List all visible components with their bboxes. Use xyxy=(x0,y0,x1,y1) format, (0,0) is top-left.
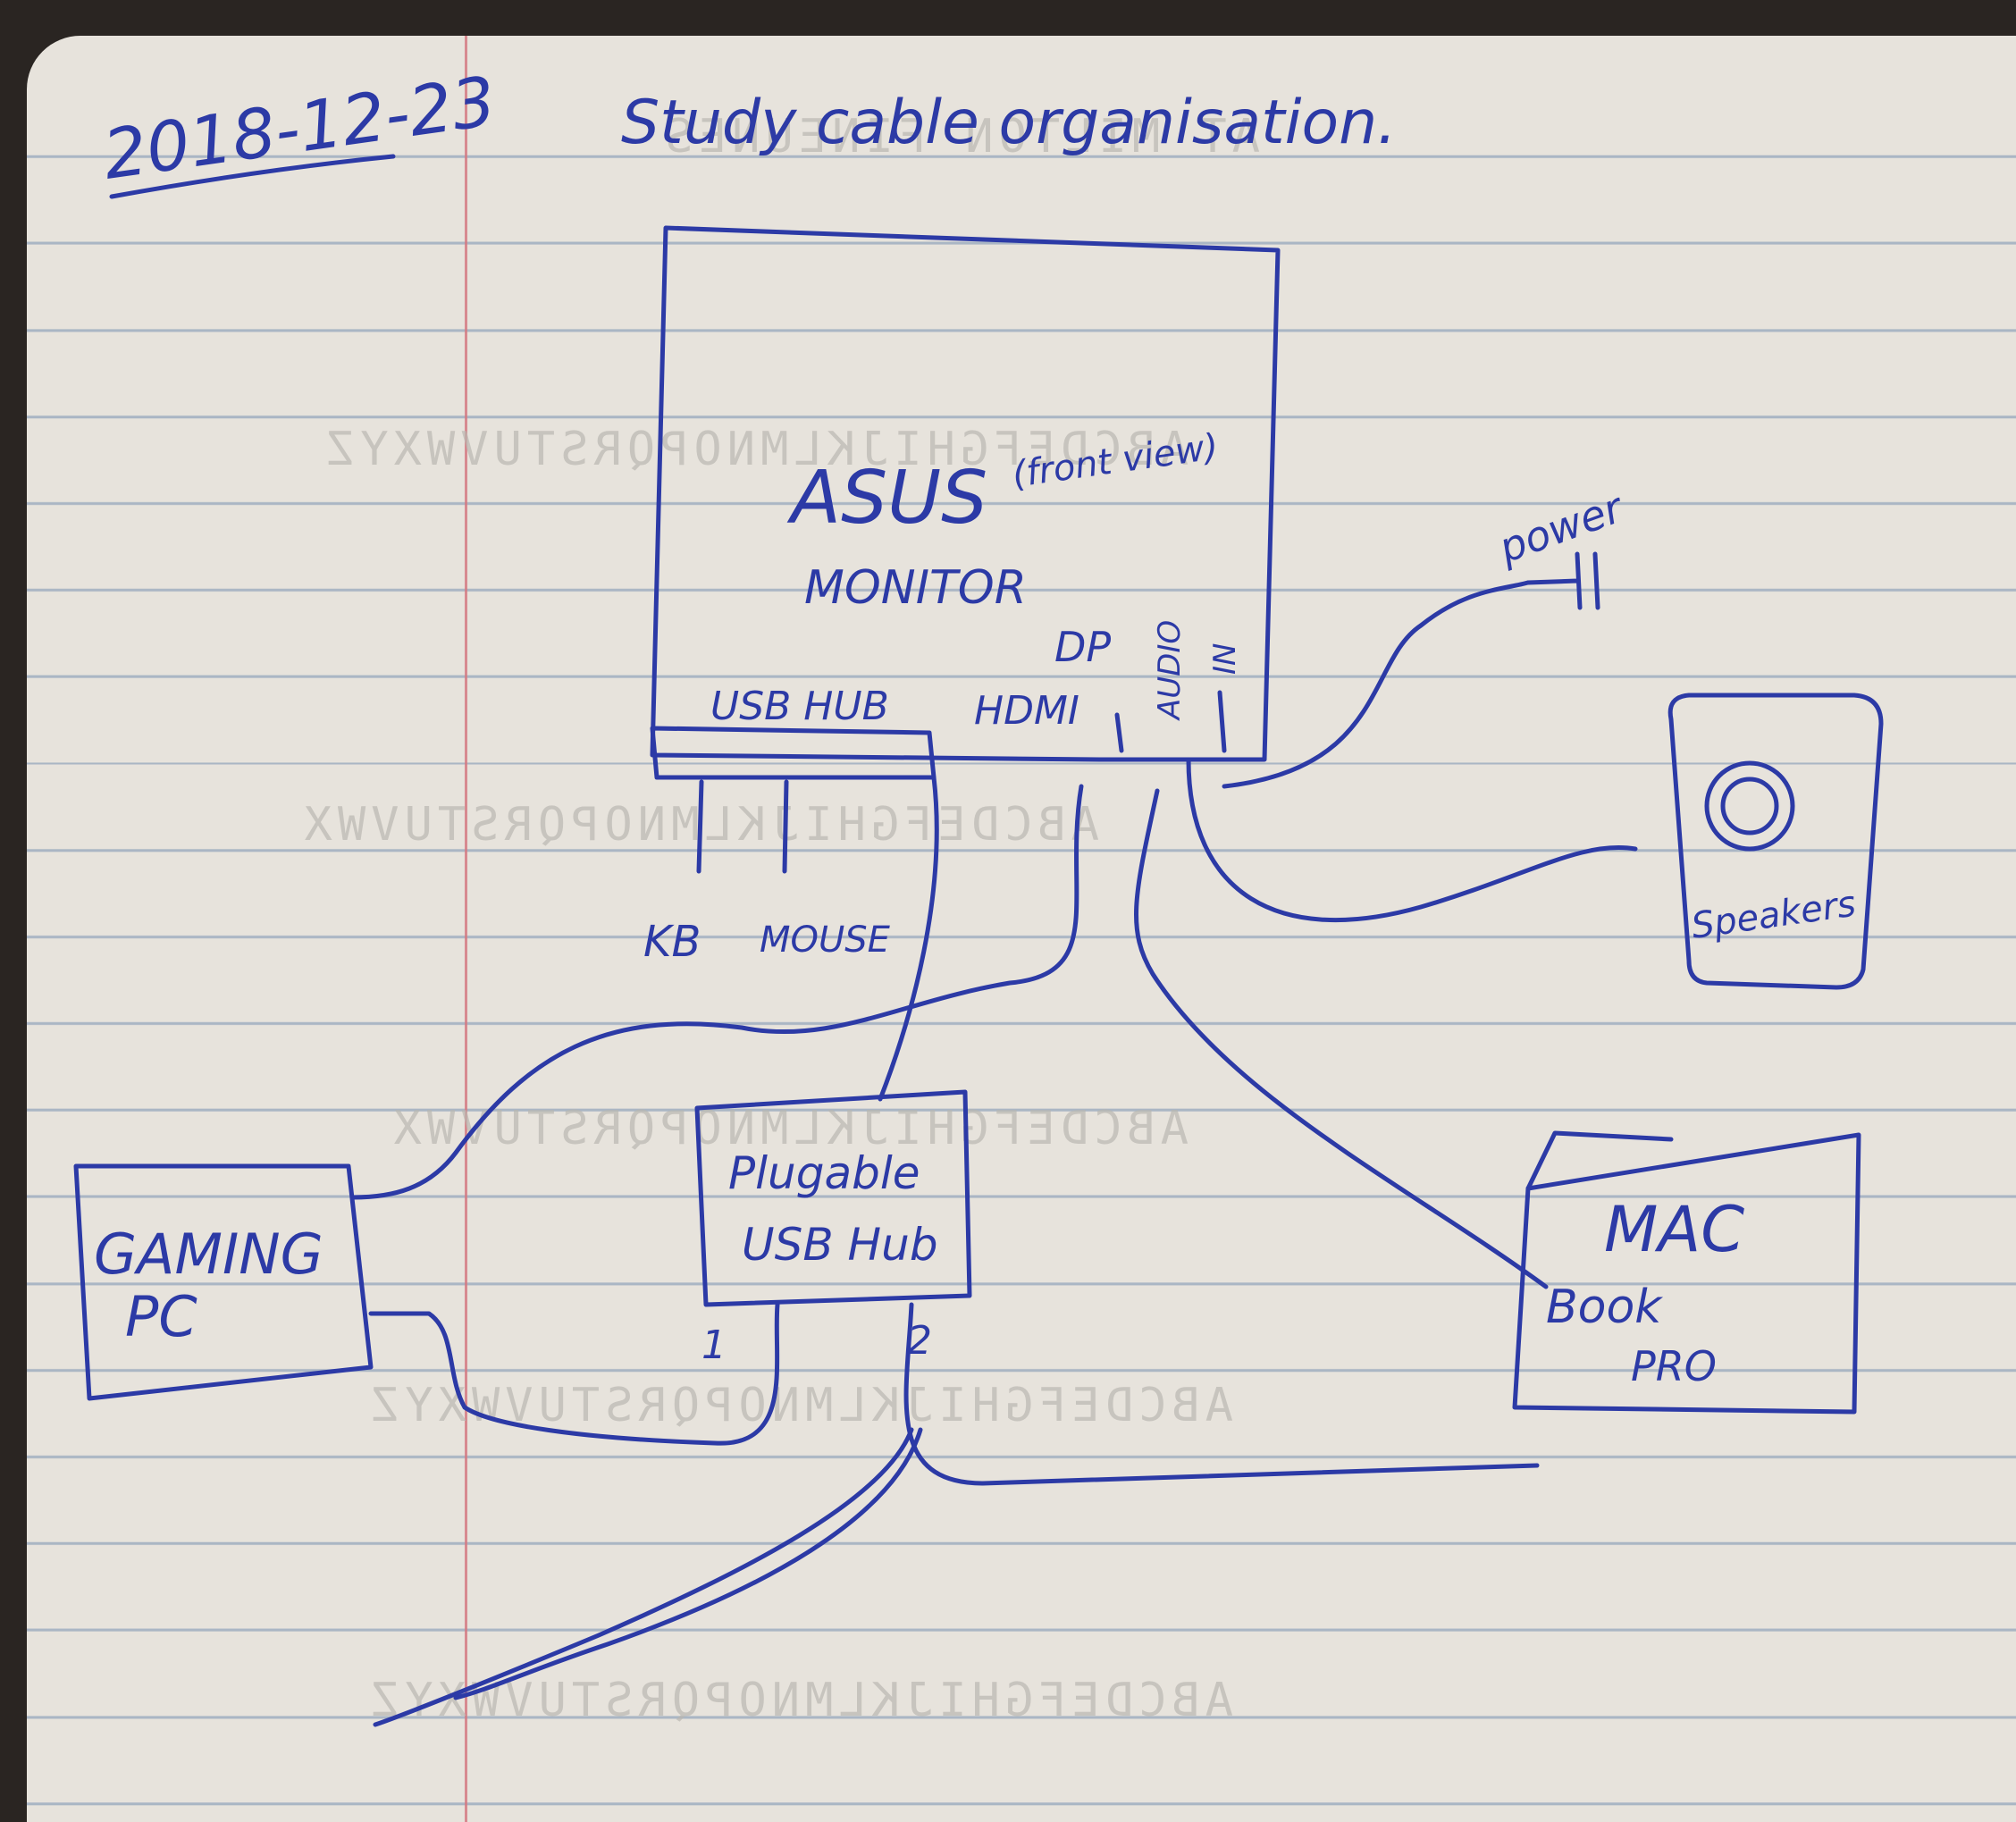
hub-line1: Plugable xyxy=(728,1147,920,1199)
power-label: power xyxy=(1491,483,1631,573)
date-underline xyxy=(109,154,396,199)
mouse-cable xyxy=(782,779,789,874)
hub-outline xyxy=(694,1089,972,1307)
mouse-label: MOUSE xyxy=(760,919,891,961)
macbook-lid-sketch xyxy=(1525,1130,1674,1191)
audio-cable xyxy=(1186,757,1638,922)
gaming-pc-line1: GAMING xyxy=(94,1222,323,1287)
hub-port2-power-lead xyxy=(373,1427,914,1727)
macbook-outline xyxy=(1512,1132,1861,1415)
power-cable xyxy=(1222,580,1531,789)
gaming-pc-outline xyxy=(73,1163,374,1401)
keyboard-label: KB xyxy=(643,917,701,967)
monitor-outline xyxy=(650,225,1281,762)
svg-text:ABCDEFGHIJKLMNOPQRSTUVWXYZ: ABCDEFGHIJKLMNOPQRSTUVWXYZ xyxy=(366,1674,1233,1727)
dp-divider xyxy=(1114,712,1124,753)
margin-line xyxy=(465,36,467,1822)
usb-hub-to-plugable-cable xyxy=(878,775,939,1102)
power-lead: power xyxy=(1222,483,1631,789)
macbook-line1: MAC xyxy=(1604,1193,1744,1266)
show-through-text: AT MILTON FINEUNES ABCDEFGHIJKLMNOPQRSTU… xyxy=(299,110,1260,1727)
svg-text:ABCDEFGHIJKLMNOPQRSTUVWX: ABCDEFGHIJKLMNOPQRSTUVWX xyxy=(389,1102,1189,1155)
port-hdmi: HDMI xyxy=(974,688,1079,734)
macbook-line2: Book xyxy=(1546,1280,1663,1334)
port-audio: AUDIO xyxy=(1152,620,1188,721)
hub-line2: USB Hub xyxy=(742,1219,938,1271)
hub-port-1: 1 xyxy=(701,1322,727,1368)
speakers-outline xyxy=(1667,693,1884,990)
monitor-usb-hub-section xyxy=(650,726,937,780)
speaker-cone-inner xyxy=(1720,777,1779,835)
port-usb-hub: USB HUB xyxy=(710,684,889,729)
dp-to-macbook-cable xyxy=(1134,788,1549,1289)
svg-text:ABCDEFGHIJKLMNOPQRSTUVWXYZ: ABCDEFGHIJKLMNOPQRSTUVWXYZ xyxy=(366,1379,1233,1432)
power-plug xyxy=(1525,551,1600,610)
macbook-pro: MAC Book PRO xyxy=(1512,1130,1861,1415)
port-in: IN xyxy=(1207,643,1243,675)
asus-monitor: ASUS MONITOR (front view) USB HUB HDMI D… xyxy=(650,225,1281,780)
port-dp: DP xyxy=(1054,623,1111,671)
monitor-type: MONITOR xyxy=(804,561,1027,615)
svg-text:AT MILTON FINEUNES: AT MILTON FINEUNES xyxy=(659,110,1260,164)
macbook-line3: PRO xyxy=(1631,1342,1717,1390)
cable-diagram: AT MILTON FINEUNES ABCDEFGHIJKLMNOPQRSTU… xyxy=(73,61,1884,1727)
page-header: 2018-12-23 Study cable organisation. xyxy=(98,61,1397,199)
page-title: Study cable organisation. xyxy=(621,88,1397,158)
speakers-label: Speakers xyxy=(1689,884,1859,947)
notebook-page: AT MILTON FINEUNES ABCDEFGHIJKLMNOPQRSTU… xyxy=(27,36,2016,1822)
svg-text:ABCDEFGHIJKLMNOPQRSTUVWXYZ: ABCDEFGHIJKLMNOPQRSTUVWXYZ xyxy=(322,423,1189,476)
hub-port2-power-lead-twin xyxy=(453,1427,923,1700)
gaming-pc-line2: PC xyxy=(125,1284,197,1349)
keyboard-cable xyxy=(696,779,704,874)
connection-cables xyxy=(350,775,1549,1727)
hub-port1-to-gaming-pc-cable xyxy=(368,1302,780,1446)
date-label: 2018-12-23 xyxy=(98,61,500,195)
speakers: Speakers xyxy=(1186,693,1884,990)
hdmi-to-gaming-pc-cable xyxy=(350,784,1084,1200)
gaming-pc: GAMING PC xyxy=(73,1163,374,1401)
audio-divider xyxy=(1217,690,1227,753)
monitor-brand: ASUS xyxy=(786,456,987,541)
speaker-cone-outer xyxy=(1704,760,1795,852)
peripheral-leads: KB MOUSE xyxy=(643,779,891,967)
